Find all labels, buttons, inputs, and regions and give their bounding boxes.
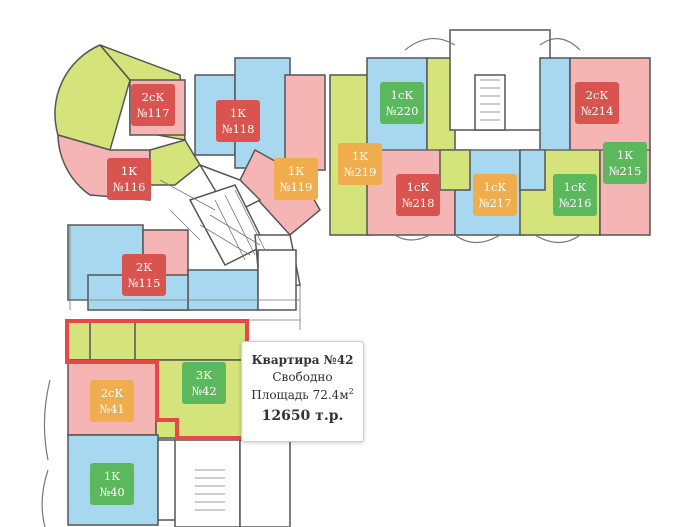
tooltip-area: Площадь 72.4м2 [242, 387, 363, 402]
apartment-number: №116 [112, 180, 146, 194]
apartment-badge-118[interactable]: 1К №118 [216, 100, 260, 142]
apartment-badge-115[interactable]: 2К №115 [122, 254, 166, 296]
bay-windows-sw [41, 379, 51, 527]
apartment-type: 1К [229, 106, 247, 120]
bay-windows [394, 38, 581, 244]
apartment-type: 2сК [585, 88, 609, 102]
apartment-type: 1К [287, 164, 305, 178]
apartment-badge-220[interactable]: 1сК №220 [380, 82, 424, 124]
apartment-type: 1сК [390, 88, 414, 102]
apartment-number: №219 [343, 165, 377, 179]
apartment-number: №215 [608, 164, 642, 178]
apartment-type: 1К [351, 149, 369, 163]
apartment-type: 1сК [563, 180, 587, 194]
apartment-number: №41 [99, 402, 125, 416]
apartment-badge-216[interactable]: 1сК №216 [553, 174, 597, 216]
tooltip-status: Свободно [272, 370, 333, 384]
stair-lines-sw [195, 469, 225, 511]
apartment-badge-117[interactable]: 2сК №117 [131, 84, 175, 126]
apartment-type: 1К [103, 469, 121, 483]
apartment-type: 2сК [141, 90, 165, 104]
apartment-badge-219[interactable]: 1К №219 [338, 143, 382, 185]
apartment-number: №218 [401, 196, 435, 210]
apartment-number: №42 [191, 384, 217, 398]
apartment-type: 1К [120, 164, 138, 178]
apartment-badge-119[interactable]: 1К №119 [274, 158, 318, 200]
apartment-number: №117 [136, 106, 170, 120]
apartment-type: 2К [135, 260, 153, 274]
tooltip-area-label: Площадь 72.4м [251, 388, 349, 402]
tooltip-area-unit-sup: 2 [348, 387, 354, 396]
apartment-badge-215[interactable]: 1К №215 [603, 142, 647, 184]
apartment-type: 1сК [406, 180, 430, 194]
apartment-badge-214[interactable]: 2сК №214 [575, 82, 619, 124]
apartment-badge-217[interactable]: 1сК №217 [473, 174, 517, 216]
apartment-number: №214 [580, 104, 614, 118]
apartment-info-tooltip: Квартира №42 Свободно Площадь 72.4м2 126… [241, 341, 364, 442]
apartment-number: №216 [558, 196, 592, 210]
tooltip-price: 12650 т.р. [261, 408, 344, 424]
apartment-type: 3К [195, 368, 213, 382]
apartment-number: №115 [127, 276, 161, 290]
apartment-number: №118 [221, 122, 255, 136]
apartment-number: №217 [478, 196, 512, 210]
apartment-type: 1сК [483, 180, 507, 194]
tooltip-title: Квартира №42 [251, 353, 354, 367]
apartment-badge-116[interactable]: 1К №116 [107, 158, 151, 200]
apartment-number: №119 [279, 180, 313, 194]
apartment-number: №220 [385, 104, 419, 118]
apartment-badge-218[interactable]: 1сК №218 [396, 174, 440, 216]
apartment-type: 2сК [100, 386, 124, 400]
apartment-type: 1К [616, 148, 634, 162]
apartment-number: №40 [99, 485, 125, 499]
